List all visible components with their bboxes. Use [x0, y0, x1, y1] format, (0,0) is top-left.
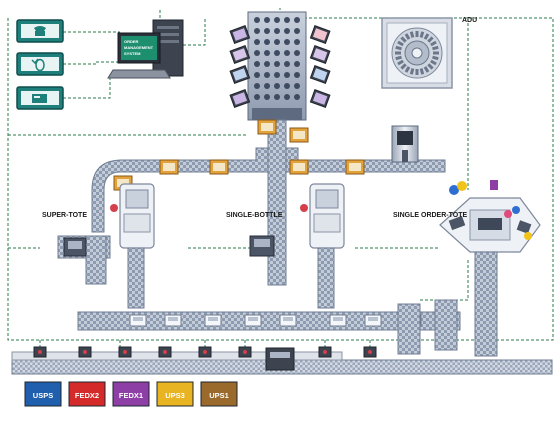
pick-robot[interactable] — [110, 183, 155, 309]
system-label-line3: SYSTEM — [124, 51, 141, 56]
diverter[interactable] — [198, 346, 212, 358]
order-tote-conveyor — [474, 251, 498, 357]
carrier-label: USPS — [33, 391, 53, 400]
bottle-capper[interactable] — [249, 235, 275, 257]
tote — [209, 159, 229, 175]
tote — [345, 159, 365, 175]
carrier-bin-ups1[interactable]: UPS1 — [200, 381, 238, 407]
order-bin — [279, 314, 297, 327]
carrier-label: FEDX2 — [75, 391, 99, 400]
tote-group — [85, 119, 365, 281]
diverter[interactable] — [363, 346, 377, 358]
super-tote-label: SUPER-TOTE — [42, 212, 87, 219]
order-bin — [204, 314, 222, 327]
tote — [289, 127, 309, 143]
phone-icon — [34, 26, 46, 36]
drop-conveyor — [397, 303, 421, 355]
diverter[interactable] — [33, 346, 47, 358]
cabinet[interactable] — [229, 65, 251, 85]
carrier-bin-fedx1[interactable]: FEDX1 — [112, 381, 150, 407]
order-bin — [244, 314, 262, 327]
mouse-icon — [31, 58, 45, 72]
tote-inductor[interactable] — [391, 125, 419, 163]
cabinet[interactable] — [229, 25, 251, 45]
tote — [257, 119, 277, 135]
adu-label: ADU — [462, 17, 477, 24]
cabinet[interactable] — [229, 45, 251, 65]
card-monitor[interactable] — [16, 86, 64, 110]
cabinet[interactable] — [309, 25, 331, 45]
order-bin — [129, 314, 147, 327]
order-tote-sorter[interactable] — [439, 180, 541, 253]
order-management-workstation[interactable]: ORDER MANAGEMENT SYSTEM — [107, 19, 184, 79]
cabinet[interactable] — [309, 89, 331, 109]
system-label-line1: ORDER — [124, 39, 139, 44]
cabinet[interactable] — [229, 89, 251, 109]
drop-conveyor-right — [434, 299, 458, 351]
system-label-line2: MANAGEMENT — [124, 45, 154, 50]
diverter[interactable] — [158, 346, 172, 358]
carrier-bin-ups3[interactable]: UPS3 — [156, 381, 194, 407]
diverter[interactable] — [118, 346, 132, 358]
super-tote-buffer — [57, 235, 111, 285]
carrier-bin-fedx2[interactable]: FEDX2 — [68, 381, 106, 407]
tote — [289, 159, 309, 175]
carrier-label: UPS3 — [165, 391, 185, 400]
order-bin — [329, 314, 347, 327]
tote — [159, 159, 179, 175]
cabinet[interactable] — [309, 65, 331, 85]
adu-unit[interactable] — [381, 17, 453, 89]
phone-monitor[interactable] — [16, 19, 64, 43]
storage-tower[interactable] — [247, 11, 307, 121]
card-icon — [32, 94, 47, 103]
carrier-label: FEDX1 — [119, 391, 143, 400]
cabinet[interactable] — [309, 45, 331, 65]
mouse-monitor[interactable] — [16, 52, 64, 76]
label-printer[interactable] — [265, 347, 295, 371]
dispensing-cabinets — [229, 25, 331, 109]
single-bottle-label: SINGLE-BOTTLE — [226, 212, 283, 219]
order-bin — [364, 314, 382, 327]
diverter[interactable] — [78, 346, 92, 358]
single-order-tote-label: SINGLE ORDER-TOTE — [393, 212, 467, 219]
carrier-label: UPS1 — [209, 391, 229, 400]
carrier-bin-usps[interactable]: USPS — [24, 381, 62, 407]
order-bin — [164, 314, 182, 327]
pick-robot[interactable] — [300, 183, 345, 309]
diverter[interactable] — [238, 346, 252, 358]
diverter[interactable] — [318, 346, 332, 358]
